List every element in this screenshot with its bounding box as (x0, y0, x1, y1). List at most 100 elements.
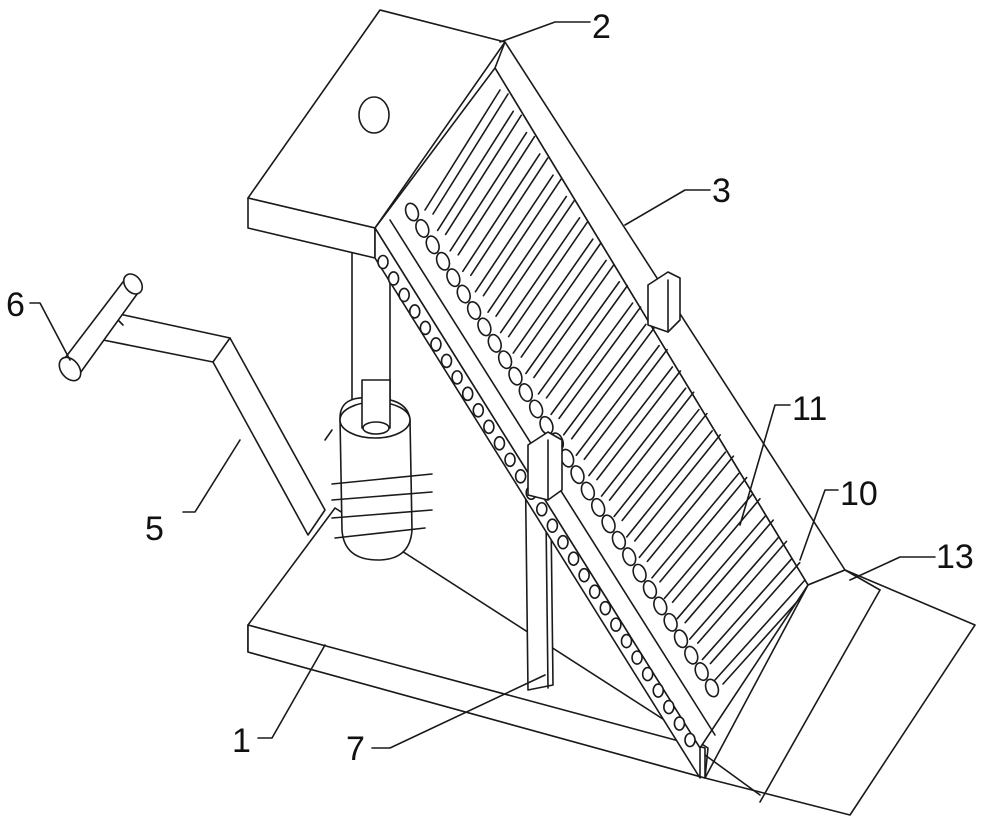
roller-bar (613, 408, 700, 518)
handle-arm (102, 311, 326, 536)
label-7: 7 (346, 730, 365, 768)
frame-hole (387, 271, 400, 286)
leader-lines (29, 21, 936, 749)
frame-hole (535, 501, 548, 517)
frame-hole (578, 567, 590, 583)
roller-bar-edge (558, 306, 642, 420)
label-3: 3 (712, 172, 731, 210)
frame-hole (483, 419, 495, 435)
frame-hole (504, 452, 516, 468)
spring-coil (518, 383, 534, 403)
leader-2 (499, 21, 591, 43)
spring-coil (497, 350, 513, 370)
roller-bar-edge (671, 497, 761, 604)
spring-coil (404, 202, 420, 222)
leader-6 (29, 302, 71, 361)
spring-coil (684, 645, 699, 665)
frame-hole (440, 353, 453, 369)
roller-bar (499, 217, 581, 334)
frame-hole (620, 633, 633, 649)
roller-bar-edge (659, 476, 748, 583)
frame-hole (472, 403, 485, 418)
roller-bar (714, 579, 806, 681)
frame-hole (652, 683, 665, 698)
base-plate (247, 507, 709, 779)
spring-coil (528, 399, 544, 419)
roller-bar (575, 344, 660, 457)
leader-3 (624, 189, 711, 226)
spring-coil (632, 563, 647, 583)
callout-labels: 2 3 6 5 11 10 13 1 7 (6, 8, 974, 768)
spring-coil (694, 662, 709, 682)
roller-bar-edge (596, 370, 682, 481)
roller-bar-edge (633, 434, 721, 542)
frame-hole (514, 468, 527, 484)
roller-bar (676, 515, 767, 620)
spring-coil (570, 465, 585, 485)
roller-bar (701, 557, 793, 661)
roller-bar (449, 131, 528, 252)
roller-bar-edge (608, 391, 695, 501)
frame-hole (567, 551, 580, 566)
frame-hole (493, 436, 506, 451)
spring-coil (508, 366, 523, 386)
label-5: 5 (145, 510, 164, 548)
roller-bar (688, 536, 780, 640)
spring-coil (653, 596, 668, 616)
roller-bar-edge (684, 519, 775, 624)
spring-coil (456, 284, 471, 304)
grip-cylinder (58, 273, 144, 382)
leader-10 (799, 489, 839, 561)
roller-bar (537, 280, 621, 395)
leader-7 (371, 674, 546, 749)
frame-hole (377, 254, 389, 270)
roller-bar-edge (444, 114, 523, 236)
roller-bar-edge (709, 561, 801, 665)
roller-bar-edge (696, 540, 788, 644)
roller-bar-edge (520, 242, 602, 358)
discharge-chute (704, 569, 976, 816)
roller-bars (424, 89, 814, 685)
spring-coil (477, 317, 492, 337)
frame-hole (430, 337, 442, 352)
frame-hole (451, 370, 463, 385)
frame-hole (641, 666, 654, 682)
roller-bar (600, 387, 687, 497)
roller-bar (638, 451, 727, 559)
label-6: 6 (6, 286, 25, 324)
leader-5 (182, 439, 241, 513)
roller-bar-edge (457, 135, 536, 256)
frame-hole (419, 320, 432, 336)
roller-bar (663, 493, 753, 600)
spring-coil (622, 547, 637, 567)
roller-bar-edge (495, 199, 576, 317)
frame-hole (599, 600, 612, 616)
spring-coil (673, 629, 689, 649)
roller-bar-edge (722, 583, 814, 685)
spring-coil (425, 235, 440, 255)
roller-bar (424, 89, 501, 211)
roller-bar-edge (533, 263, 615, 379)
frame-hole (546, 518, 559, 534)
roller-bar (525, 259, 607, 375)
label-2: 2 (592, 8, 611, 46)
spring-coil (601, 514, 616, 534)
roller-bar (651, 472, 740, 579)
roller-bar (550, 302, 634, 416)
roller-bar (487, 195, 568, 313)
spring-coil (642, 580, 658, 600)
roller-bar-edge (646, 455, 735, 563)
roller-bar (474, 174, 554, 293)
frame-hole-row (377, 254, 696, 748)
label-11: 11 (792, 390, 827, 428)
leader-11 (739, 404, 791, 526)
spring-coil (466, 300, 482, 320)
frame-hole (663, 699, 675, 715)
roller-bar-edge (470, 157, 549, 277)
spring-coil (704, 678, 720, 698)
label-13: 13 (936, 538, 974, 576)
side-block-upper (647, 271, 681, 333)
frame-hole (631, 650, 643, 665)
